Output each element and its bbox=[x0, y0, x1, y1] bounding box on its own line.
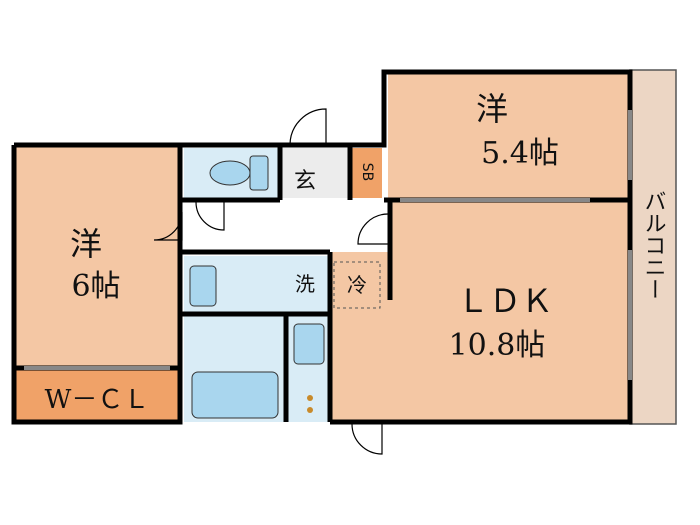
sink-icon bbox=[293, 323, 325, 365]
shoe-box-label: SB bbox=[359, 163, 375, 182]
entrance-label: 玄 bbox=[294, 169, 316, 194]
hallway bbox=[180, 200, 388, 252]
stove-burner-icon bbox=[307, 395, 313, 401]
room-door-swing-icon bbox=[153, 211, 183, 241]
ldk-door-swing-icon bbox=[357, 213, 389, 245]
walk-in-closet bbox=[14, 370, 180, 422]
bathtub-icon bbox=[191, 371, 279, 419]
western-room-top bbox=[388, 72, 630, 198]
western-room-left bbox=[14, 145, 180, 367]
fridge-space bbox=[333, 261, 381, 309]
entrance-area bbox=[282, 148, 350, 198]
ldk-room bbox=[388, 200, 630, 422]
toilet-icon bbox=[209, 155, 269, 191]
western-room-left-name: 洋 bbox=[70, 225, 102, 263]
western-room-left-size: 6帖 bbox=[71, 269, 120, 304]
washer-label: 洗 bbox=[295, 272, 315, 296]
rear-door-swing-icon bbox=[351, 423, 383, 455]
ldk-name: ＬＤＫ bbox=[457, 282, 553, 320]
ldk-size: 10.8帖 bbox=[449, 328, 546, 363]
shoe-box bbox=[352, 148, 382, 198]
western-room-top-name: 洋 bbox=[476, 90, 508, 128]
balcony bbox=[629, 69, 677, 425]
stove-burner-icon bbox=[307, 407, 313, 413]
balcony-label: バルコニー bbox=[641, 190, 666, 300]
fridge-label: 冷 bbox=[347, 273, 367, 297]
entrance-door-swing-icon bbox=[289, 108, 327, 146]
wcl-label: W－ＣＬ bbox=[45, 385, 150, 415]
washbasin-icon bbox=[189, 265, 217, 307]
toilet-door-swing-icon bbox=[195, 201, 225, 231]
western-room-top-size: 5.4帖 bbox=[481, 136, 559, 171]
